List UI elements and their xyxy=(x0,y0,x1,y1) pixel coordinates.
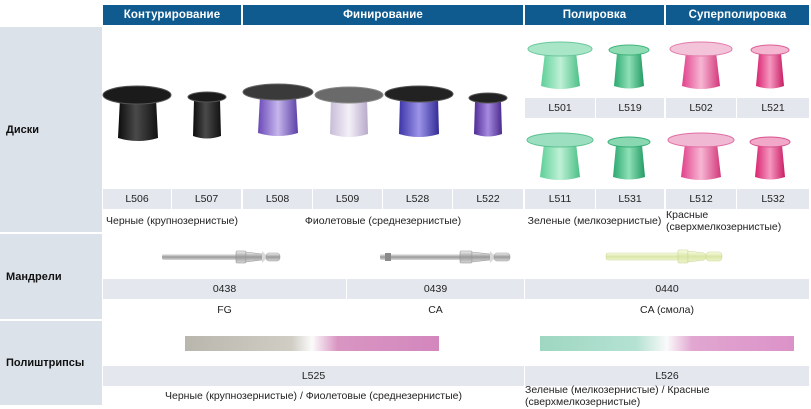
strip-code-l525: L525 xyxy=(103,366,524,386)
mandrel-0440-illustration xyxy=(605,249,723,264)
disc-grit-violet: Фиолетовые (среднезернистые) xyxy=(243,210,523,232)
header-polishing: Полировка xyxy=(525,5,664,25)
mandrel-code-0440: 0440 xyxy=(525,279,809,299)
strip-l525-illustration xyxy=(185,336,439,351)
disc-code-l502: L502 xyxy=(666,98,736,118)
disc-code-l506: L506 xyxy=(103,189,171,209)
strip-l526-illustration xyxy=(540,336,794,351)
disc-code-l521: L521 xyxy=(737,98,809,118)
disc-l508-illustration xyxy=(242,83,314,136)
header-finishing: Финирование xyxy=(243,5,523,25)
disc-grit-black: Черные (крупнозернистые) xyxy=(103,210,241,232)
disc-l532-illustration xyxy=(749,136,791,180)
disc-grit-red: Красные (сверхмелкозернистые) xyxy=(666,209,809,233)
row-label-mandrels: Мандрели xyxy=(0,234,102,319)
disc-code-l531: L531 xyxy=(596,189,664,209)
disc-code-l532: L532 xyxy=(737,189,809,209)
corner-cell xyxy=(0,0,102,25)
header-contouring: Контурирование xyxy=(103,5,241,25)
disc-code-l511: L511 xyxy=(525,189,595,209)
disc-l521-illustration xyxy=(750,44,790,89)
disc-l522-illustration xyxy=(468,92,508,137)
disc-l501-illustration xyxy=(527,41,593,89)
disc-l502-illustration xyxy=(669,41,733,89)
strip-grit-l525: Черные (крупнозернистые) / Фиолетовые (с… xyxy=(103,387,524,405)
disc-l507-illustration xyxy=(187,91,227,139)
disc-grit-green: Зеленые (мелкозернистые) xyxy=(525,210,664,232)
disc-l512-illustration xyxy=(667,132,735,180)
disc-code-l522: L522 xyxy=(453,189,523,209)
disc-l509-illustration xyxy=(314,86,384,137)
mandrel-code-0438: 0438 xyxy=(103,279,346,299)
disc-code-l508: L508 xyxy=(243,189,312,209)
disc-l519-illustration xyxy=(608,44,650,89)
disc-l528-illustration xyxy=(384,85,454,137)
mandrel-type-fg: FG xyxy=(103,300,346,319)
mandrel-0438-illustration xyxy=(162,250,281,264)
disc-code-l501: L501 xyxy=(525,98,595,118)
header-superpolishing: Суперполировка xyxy=(666,5,809,25)
mandrel-0439-illustration xyxy=(380,250,511,264)
disc-image-area-left xyxy=(103,27,523,188)
disc-code-l509: L509 xyxy=(313,189,382,209)
disc-code-l519: L519 xyxy=(596,98,664,118)
mandrel-code-0439: 0439 xyxy=(347,279,524,299)
disc-code-l512: L512 xyxy=(666,189,736,209)
disc-l506-illustration xyxy=(102,85,172,141)
disc-code-l528: L528 xyxy=(383,189,452,209)
strip-code-l526: L526 xyxy=(525,366,809,386)
disc-l531-illustration xyxy=(607,136,651,180)
disc-code-l507: L507 xyxy=(172,189,241,209)
mandrel-type-ca-resin: CA (смола) xyxy=(525,300,809,319)
disc-l511-illustration xyxy=(526,132,594,180)
row-label-polystrips: Полиштрипсы xyxy=(0,321,102,405)
mandrel-type-ca: CA xyxy=(347,300,524,319)
row-label-discs: Диски xyxy=(0,27,102,232)
